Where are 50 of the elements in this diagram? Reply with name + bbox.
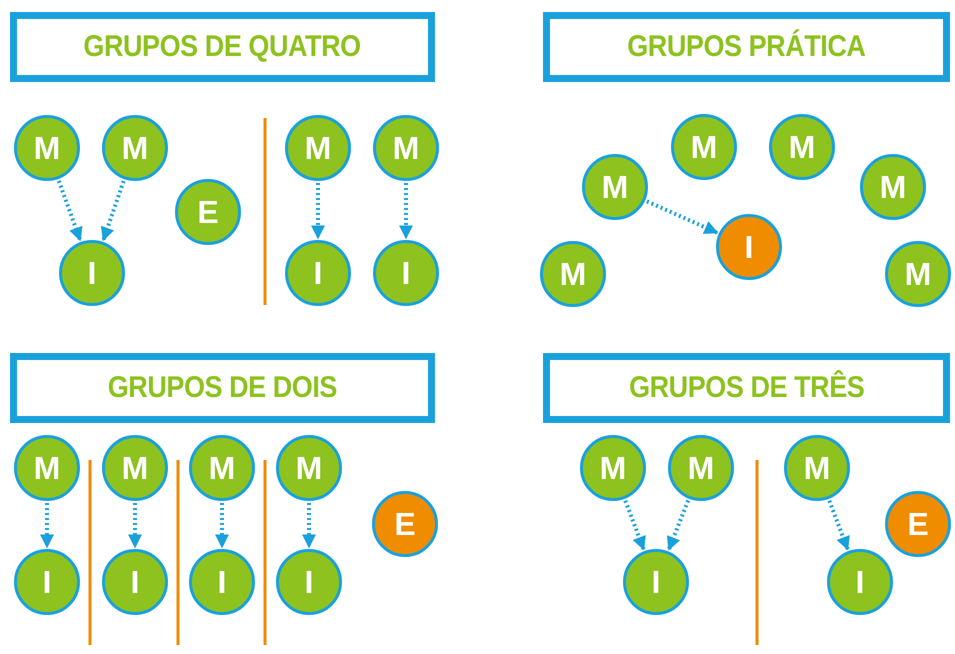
dotted-arrow	[40, 503, 54, 548]
circle-letter: M	[296, 450, 322, 486]
circle-letter: I	[402, 254, 410, 292]
circle-letter: M	[880, 168, 906, 206]
dotted-arrow	[827, 500, 850, 551]
circle-letter: M	[392, 130, 420, 166]
title-box	[543, 353, 950, 423]
circle-letter: M	[34, 450, 60, 486]
circle-letter: I	[652, 564, 660, 600]
dotted-arrow	[56, 180, 82, 242]
circle-letter: I	[130, 564, 140, 600]
circle-letter: I	[218, 564, 226, 600]
title-text: GRUPOS PRÁTICA	[627, 30, 866, 64]
dotted-arrow	[215, 503, 229, 548]
circle-letter: I	[314, 254, 322, 292]
circle-letter: M	[560, 256, 586, 292]
dotted-arrow	[311, 183, 325, 240]
circle-letter: M	[804, 450, 830, 486]
circle-letter: E	[907, 506, 929, 542]
dotted-arrow	[302, 503, 316, 548]
circle-letter: M	[122, 450, 148, 486]
title-text: GRUPOS DE DOIS	[108, 371, 338, 405]
circle-letter: M	[690, 128, 718, 166]
circle-letter: I	[856, 564, 864, 600]
circle-letter: M	[122, 130, 148, 166]
title-box	[10, 12, 435, 82]
circle-letter: I	[88, 254, 96, 292]
dotted-arrow	[100, 180, 126, 242]
dotted-arrow	[623, 500, 646, 551]
dotted-arrow	[666, 500, 690, 551]
dotted-arrow	[399, 183, 413, 240]
circle-letter: M	[600, 450, 626, 486]
circle-letter: I	[304, 564, 314, 600]
circle-letter: M	[602, 168, 628, 206]
dotted-arrow	[128, 503, 142, 548]
circle-letter: M	[208, 450, 236, 486]
circle-letter: M	[688, 450, 714, 486]
circle-letter: M	[788, 128, 816, 166]
circle-letter: I	[744, 228, 754, 266]
title-text: GRUPOS DE QUATRO	[84, 30, 362, 64]
dotted-arrow	[646, 199, 718, 235]
circle-letter: M	[34, 130, 60, 166]
circle-letter: M	[304, 130, 332, 166]
title-box	[543, 12, 950, 82]
title-text: GRUPOS DE TRÊS	[628, 371, 864, 405]
title-box	[10, 353, 435, 423]
circle-letter: E	[394, 506, 416, 542]
circle-letter: E	[197, 194, 219, 230]
circle-letter: M	[904, 256, 932, 292]
circle-letter: I	[42, 564, 52, 600]
